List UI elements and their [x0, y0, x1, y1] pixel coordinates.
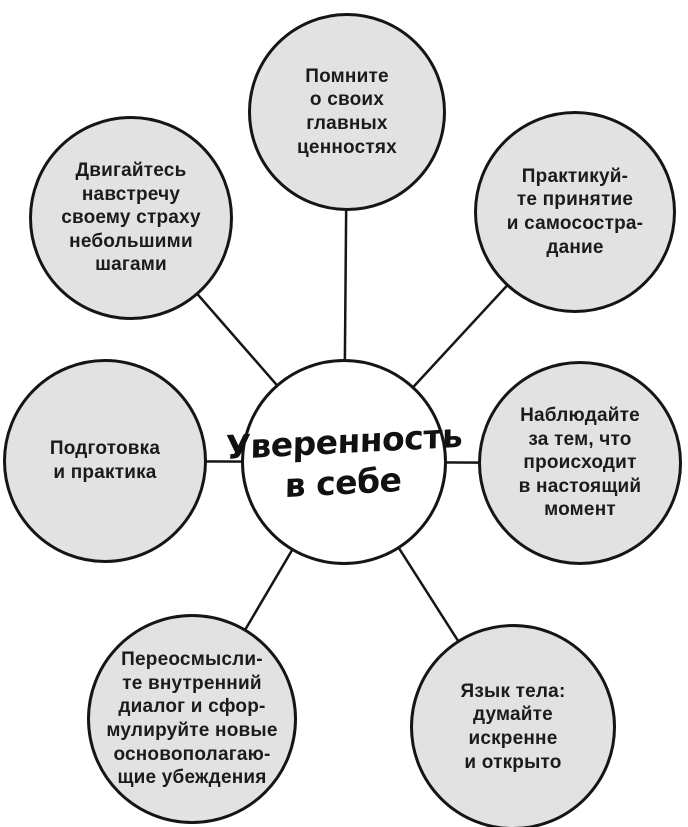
- center-node-label: Уверенность в себе: [225, 415, 464, 506]
- node-label: Помните о своих главных ценностях: [297, 65, 397, 158]
- node-body-language: Язык тела: думайте искренне и открыто: [410, 624, 616, 827]
- node-reframe-inner-dialog: Переосмысли- те внутренний диалог и сфор…: [87, 614, 297, 824]
- node-preparation-practice: Подготовка и практика: [3, 359, 207, 563]
- node-label: Наблюдайте за тем, что происходит в наст…: [518, 405, 642, 521]
- node-observe-present: Наблюдайте за тем, что происходит в наст…: [478, 361, 682, 565]
- node-face-fear-small-steps: Двигайтесь навстречу своему страху небол…: [29, 116, 233, 320]
- node-label: Двигайтесь навстречу своему страху небол…: [61, 160, 201, 276]
- node-label: Практикуй- те принятие и самосостра- дан…: [506, 165, 644, 258]
- node-label: Язык тела: думайте искренне и открыто: [460, 680, 566, 773]
- node-label: Переосмысли- те внутренний диалог и сфор…: [106, 649, 278, 789]
- center-node: Уверенность в себе: [226, 359, 463, 565]
- node-practice-acceptance: Практикуй- те принятие и самосостра- дан…: [474, 111, 676, 313]
- node-remember-values: Помните о своих главных ценностях: [248, 13, 446, 211]
- node-label: Подготовка и практика: [49, 438, 161, 483]
